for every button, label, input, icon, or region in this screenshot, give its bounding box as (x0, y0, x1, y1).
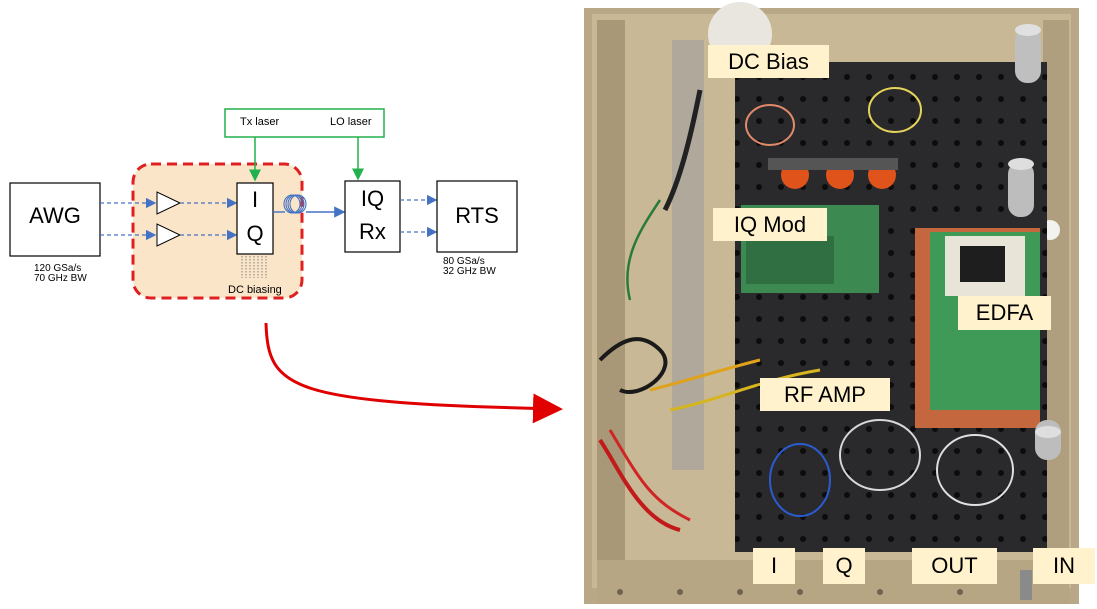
modulator-q-label: Q (237, 221, 273, 247)
in-port-tag: IN (1033, 548, 1095, 584)
rts-label: RTS (437, 203, 517, 229)
pointer-arrow (266, 323, 560, 409)
lo-laser-label: LO laser (330, 116, 372, 128)
rf-amp-tag: RF AMP (760, 378, 890, 411)
dc-biasing-label: DC biasing (228, 284, 282, 296)
modulator-i-label: I (237, 187, 273, 213)
edfa-tag: EDFA (958, 296, 1051, 330)
i-port-tag: I (753, 548, 795, 584)
awg-label: AWG (10, 203, 100, 229)
receiver-label-line1: IQ (345, 186, 400, 212)
receiver-label-line2: Rx (345, 219, 400, 245)
awg-bandwidth: 70 GHz BW (34, 273, 87, 284)
dc-bias-tag: DC Bias (708, 45, 829, 78)
tx-laser-label: Tx laser (240, 116, 279, 128)
out-port-tag: OUT (912, 548, 997, 584)
rts-bandwidth: 32 GHz BW (443, 266, 496, 277)
q-port-tag: Q (823, 548, 865, 584)
iq-mod-tag: IQ Mod (713, 208, 827, 241)
